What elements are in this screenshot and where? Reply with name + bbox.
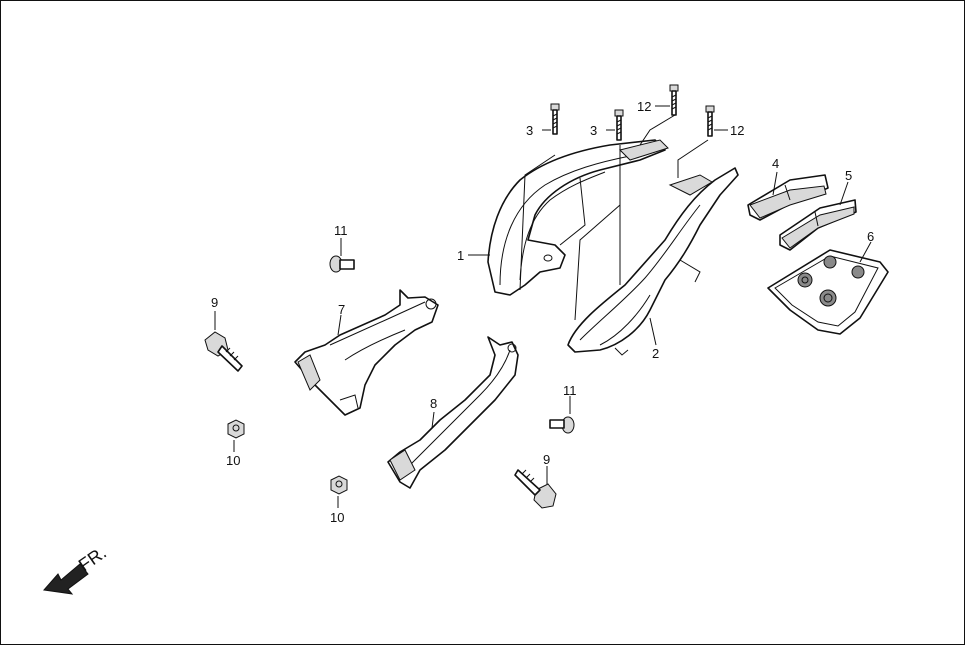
part-9-bolt-left — [204, 331, 243, 372]
front-arrow-icon — [43, 563, 89, 595]
callout-3b: 3 — [590, 123, 597, 138]
callout-9a: 9 — [211, 295, 218, 310]
callout-11a: 11 — [334, 223, 348, 238]
part-10-nut-left — [227, 419, 245, 439]
part-3-bolt-right — [614, 109, 624, 141]
part-2-right-grab-rail — [567, 167, 739, 356]
part-12-bolt-left — [669, 84, 679, 116]
callout-10a: 10 — [226, 453, 240, 468]
callout-12a: 12 — [637, 99, 651, 114]
callout-labels: 1 2 3 3 4 5 6 7 8 9 9 10 10 11 11 12 12 — [211, 99, 874, 525]
callout-8: 8 — [430, 396, 437, 411]
part-6-rack-plate — [767, 249, 889, 335]
part-11-flange-bolt-lower — [549, 416, 575, 434]
part-1-left-grab-rail — [487, 139, 669, 296]
part-4-pad — [747, 174, 829, 221]
callout-3a: 3 — [526, 123, 533, 138]
callout-10b: 10 — [330, 510, 344, 525]
callout-9b: 9 — [543, 452, 550, 467]
part-10-nut-right — [330, 475, 348, 495]
callout-2: 2 — [652, 346, 659, 361]
part-3-bolt-left — [550, 103, 560, 135]
callout-5: 5 — [845, 168, 852, 183]
callout-11b: 11 — [563, 383, 577, 398]
leader-lines — [214, 105, 872, 508]
part-5-pad — [779, 199, 857, 251]
front-direction-indicator: FR. — [43, 542, 110, 595]
callout-7: 7 — [338, 302, 345, 317]
callout-1: 1 — [457, 248, 464, 263]
part-8-right-bracket — [387, 336, 519, 489]
part-11-flange-bolt-upper — [329, 255, 355, 273]
part-9-bolt-right — [514, 469, 557, 509]
part-12-bolt-right — [705, 105, 715, 137]
part-7-left-bracket — [294, 289, 439, 416]
callout-12b: 12 — [730, 123, 744, 138]
callout-6: 6 — [867, 229, 874, 244]
callout-4: 4 — [772, 156, 779, 171]
